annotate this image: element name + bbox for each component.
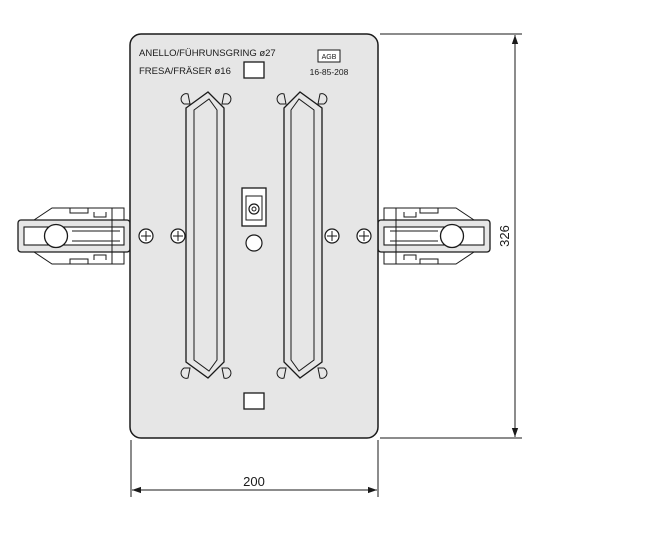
knob-icon xyxy=(43,223,69,249)
brand-badge-frame xyxy=(317,49,341,63)
brand-badge: AGB xyxy=(322,54,337,61)
screw-icon xyxy=(138,228,154,244)
bottom-window xyxy=(243,392,265,410)
right-guide-rail xyxy=(276,91,328,379)
part-number: 16-85-208 xyxy=(310,67,349,77)
cutter-label: FRESA/FRÄSER ø16 xyxy=(139,66,231,77)
top-window xyxy=(243,61,265,79)
width-value: 200 xyxy=(243,474,265,489)
ring-label: ANELLO/FÜHRUNSGRING ø27 xyxy=(139,48,276,59)
screw-icon xyxy=(324,228,340,244)
width-dimension: 200 xyxy=(130,440,379,497)
knob-icon xyxy=(439,223,465,249)
left-guide-rail xyxy=(180,91,232,379)
height-dimension: 326 xyxy=(380,33,522,439)
screw-icon xyxy=(356,228,372,244)
screw-icon xyxy=(170,228,186,244)
left-clamp xyxy=(17,207,131,265)
right-clamp xyxy=(377,207,491,265)
center-pin-holder xyxy=(241,187,267,252)
height-value: 326 xyxy=(497,225,512,247)
